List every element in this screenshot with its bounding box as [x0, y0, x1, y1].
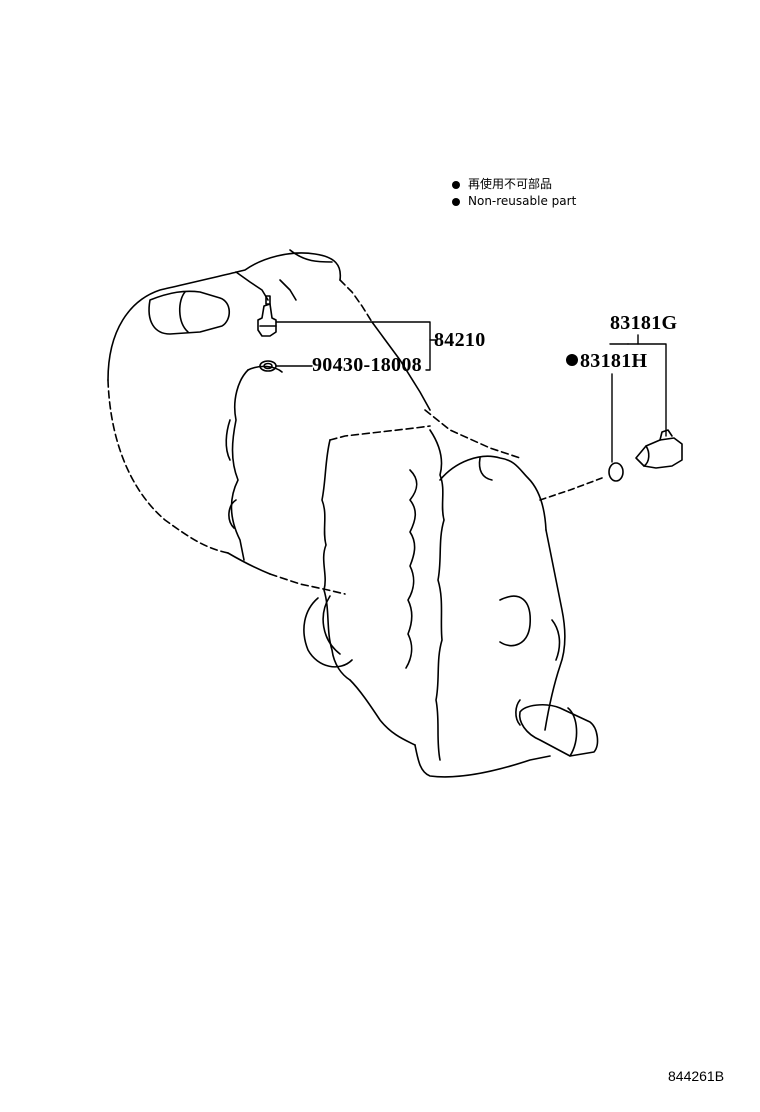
legend: 再使用不可部品 Non-reusable part	[452, 176, 576, 210]
pressure-switch-part	[257, 295, 277, 337]
part-label-90430-18008[interactable]: 90430-18008	[312, 354, 422, 376]
part-label-83181G[interactable]: 83181G	[610, 312, 678, 334]
non-reusable-dot-icon	[566, 354, 578, 366]
transmission-case	[303, 425, 603, 778]
o-ring-part	[608, 462, 624, 482]
legend-item-en: Non-reusable part	[452, 193, 576, 210]
transmission-housing	[107, 249, 521, 595]
speed-sensor-part	[635, 429, 683, 469]
part-label-84210[interactable]: 84210	[434, 329, 486, 351]
legend-text-jp: 再使用不可部品	[468, 177, 553, 191]
part-label-83181H: 83181H	[580, 350, 648, 372]
bullet-dot-icon	[452, 197, 460, 206]
part-label-83181H-wrap[interactable]: 83181H	[566, 351, 647, 371]
leader-lines	[275, 321, 667, 463]
legend-item-jp: 再使用不可部品	[452, 176, 576, 193]
figure-number: 844261B	[668, 1068, 725, 1084]
legend-text-en: Non-reusable part	[468, 194, 577, 208]
bullet-dot-icon	[452, 180, 460, 189]
gasket-part-inner	[263, 362, 273, 370]
